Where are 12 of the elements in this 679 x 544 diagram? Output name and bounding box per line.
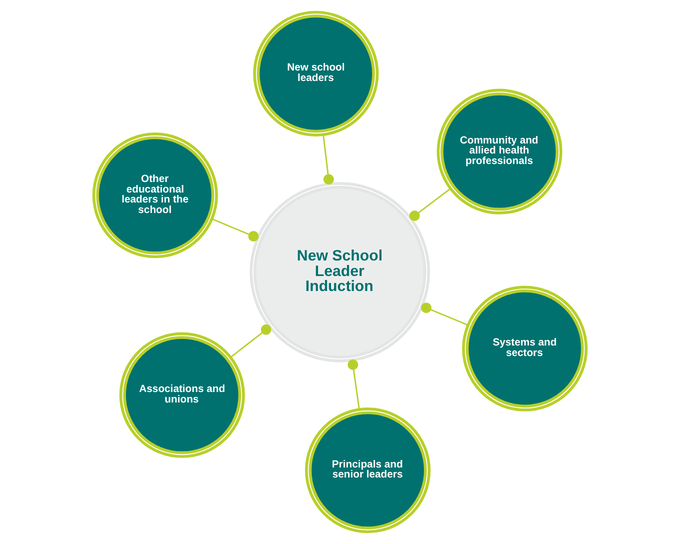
connector — [211, 218, 258, 242]
connector — [420, 302, 468, 326]
node-circle: New school leaders — [252, 10, 378, 136]
node-circle: Systems and sectors — [462, 286, 588, 412]
connector — [347, 359, 360, 410]
connector — [322, 134, 334, 185]
connector — [230, 324, 271, 358]
node-circle: Principals and senior leaders — [304, 408, 430, 534]
node-circle: Associations and unions — [118, 332, 244, 458]
node-circle: Other educational leaders in the school — [92, 132, 218, 258]
connector — [408, 188, 450, 222]
node-circle: Community and allied health professionals — [436, 88, 562, 214]
